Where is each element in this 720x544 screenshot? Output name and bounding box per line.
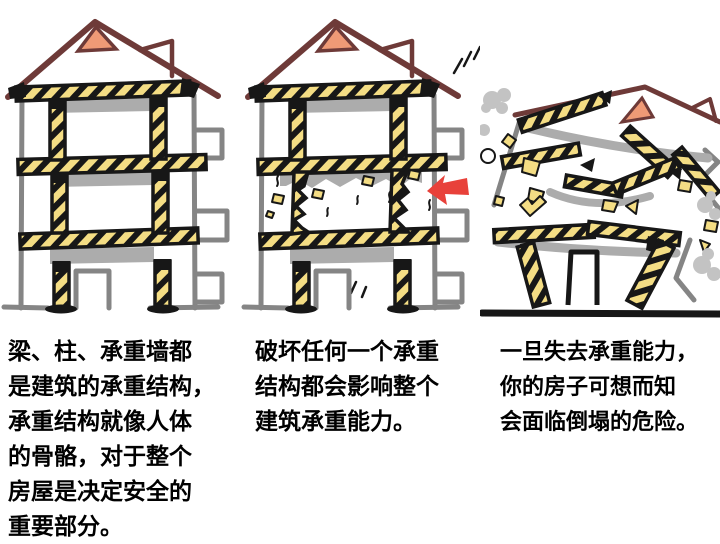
caption-intact: 梁、柱、承重墙都 是建筑的承重结构， 承重结构就像人体 的骨骼，对于整个 房屋是… [8, 338, 215, 539]
attic-window [314, 24, 360, 53]
dust-clouds [480, 88, 720, 281]
joints [45, 96, 179, 314]
broken-column-left [290, 170, 313, 236]
red-arrow-icon [427, 175, 469, 205]
beam-middle [16, 152, 208, 177]
debris [493, 133, 719, 253]
windows [432, 127, 470, 305]
crack-lines [276, 175, 431, 217]
intact-house-illustration [1, 19, 230, 314]
damaged-house-illustration [241, 19, 480, 314]
leaning-columns [515, 237, 677, 311]
panel-intact: 梁、柱、承重墙都 是建筑的承重结构， 承重结构就像人体 的骨骼，对于整个 房屋是… [0, 0, 240, 544]
ground-line [480, 309, 720, 318]
broken-column-right [388, 168, 413, 234]
broken-beams [491, 90, 720, 256]
attic-window [74, 24, 120, 53]
column-foot [147, 304, 179, 314]
door [565, 249, 600, 306]
windows [192, 127, 230, 305]
collapsing-house-illustration [480, 84, 720, 318]
joints [285, 96, 419, 314]
panel-damaged: 破坏任何一个承重 结构都会影响整个 建筑承重能力。 [240, 0, 480, 544]
column-foot [45, 304, 77, 314]
columns [288, 96, 413, 310]
shake-marks [349, 45, 480, 299]
beam-bottom [257, 226, 441, 251]
chimney [690, 97, 718, 123]
chimney [137, 38, 175, 79]
door [73, 268, 112, 311]
beam-bottom [17, 226, 201, 251]
roof [5, 19, 221, 100]
wall-bands [50, 97, 154, 264]
caption-collapsing: 一旦失去承重能力， 你的房子可想而知 会面临倒塌的危险。 [500, 339, 699, 434]
chimney [377, 38, 415, 79]
panel-collapsing: 一旦失去承重能力， 你的房子可想而知 会面临倒塌的危险。 [480, 0, 720, 544]
debris [265, 169, 421, 219]
door [313, 268, 352, 311]
roof [245, 19, 461, 100]
attic-window [618, 95, 656, 125]
caption-damaged: 破坏任何一个承重 结构都会影响整个 建筑承重能力。 [255, 338, 439, 434]
